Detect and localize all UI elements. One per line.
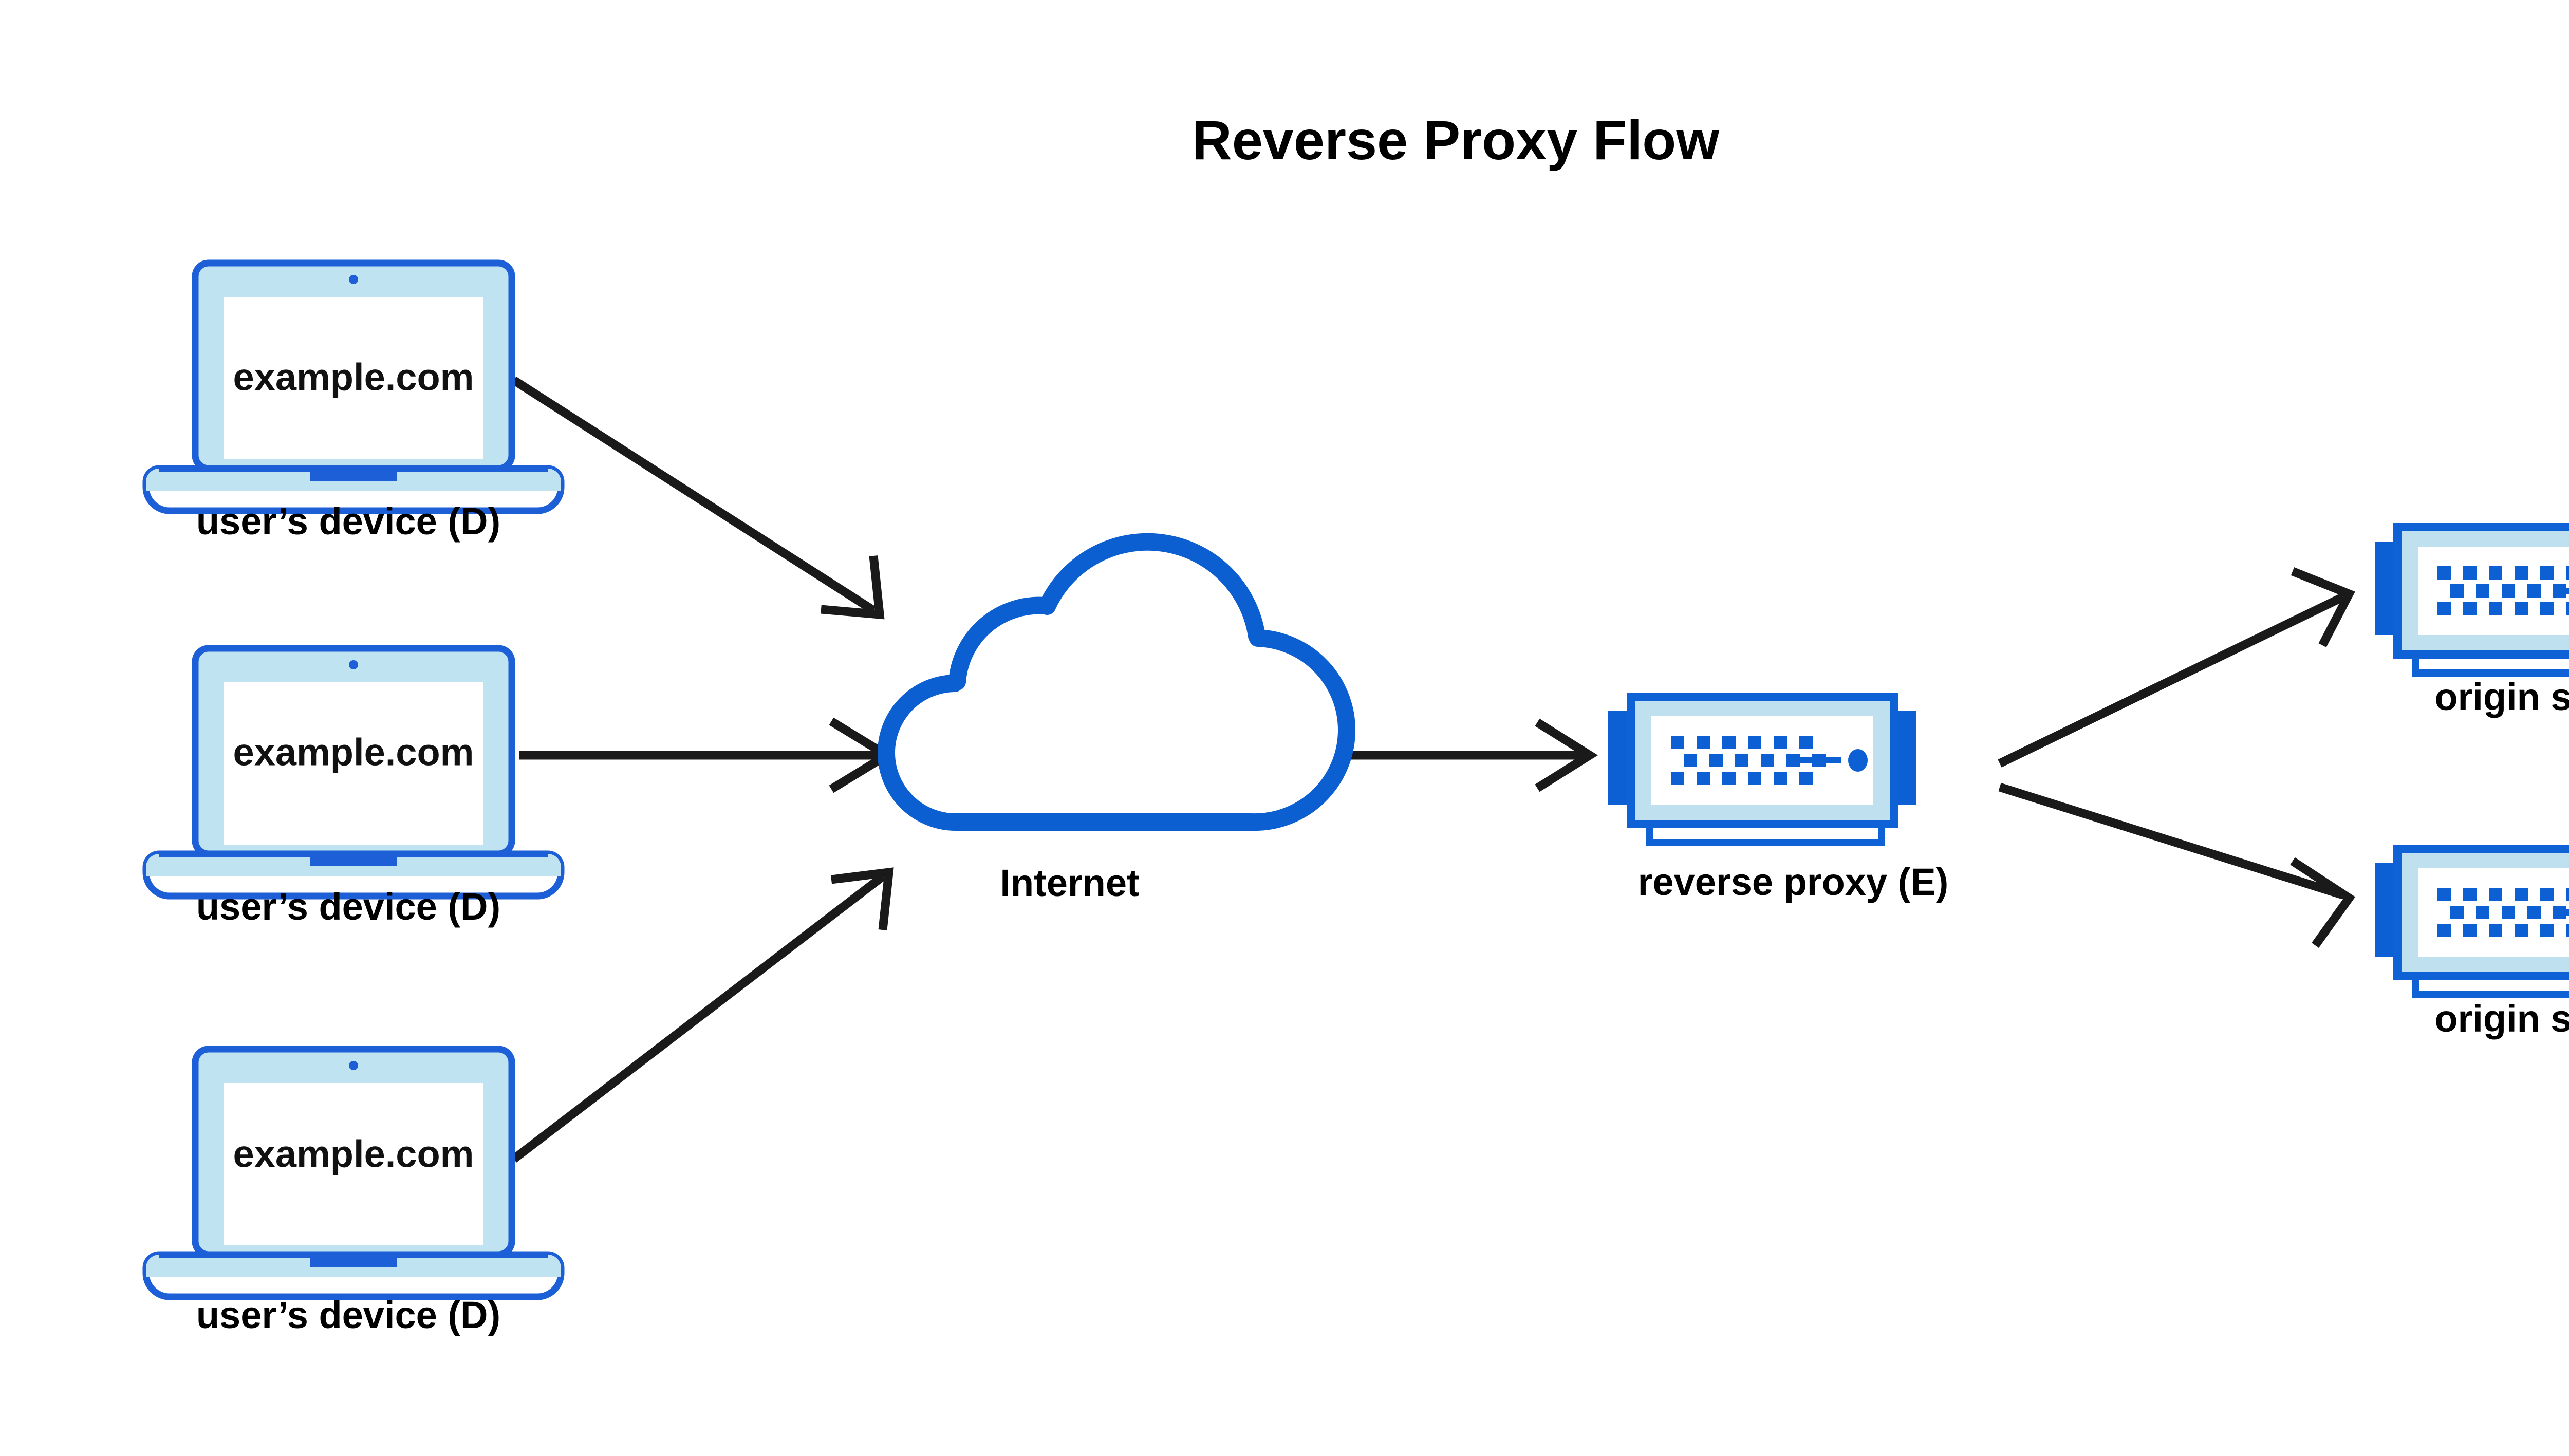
device-screen-text-3: example.com [233, 1133, 474, 1175]
server-icon [1608, 697, 1916, 843]
device-label-2: user’s device (D) [196, 885, 500, 928]
node-user-device-2[interactable]: example.com user’s device (D) [146, 648, 561, 928]
edge-device1-to-internet [511, 376, 885, 620]
node-user-device-3[interactable]: example.com user’s device (D) [146, 1049, 561, 1336]
page-title: Reverse Proxy Flow [1192, 109, 1720, 171]
node-internet[interactable]: Internet [878, 533, 1356, 904]
edge-proxy-to-origin1 [1998, 567, 2355, 768]
origin-server-label-2: origin server (F) [2434, 997, 2569, 1040]
edge-proxy-to-origin2 [1998, 782, 2356, 948]
node-origin-server-2[interactable]: origin server (F) [2375, 849, 2569, 1040]
device-label-1: user’s device (D) [196, 500, 500, 543]
internet-label: Internet [1000, 862, 1139, 904]
server-icon [2375, 527, 2569, 673]
origin-server-label-1: origin server (F) [2434, 676, 2569, 718]
node-user-device-1[interactable]: example.com user’s device (D) [146, 263, 561, 543]
device-screen-text-1: example.com [233, 356, 474, 399]
device-label-3: user’s device (D) [196, 1294, 500, 1336]
device-screen-text-2: example.com [233, 731, 474, 774]
node-origin-server-1[interactable]: origin server (F) [2375, 527, 2569, 718]
cloud-icon [878, 533, 1356, 831]
reverse-proxy-label: reverse proxy (E) [1638, 861, 1949, 903]
edge-device3-to-internet [511, 867, 894, 1163]
server-icon [2375, 849, 2569, 995]
edge-layer [511, 376, 2356, 1163]
node-reverse-proxy[interactable]: reverse proxy (E) [1608, 697, 1948, 903]
